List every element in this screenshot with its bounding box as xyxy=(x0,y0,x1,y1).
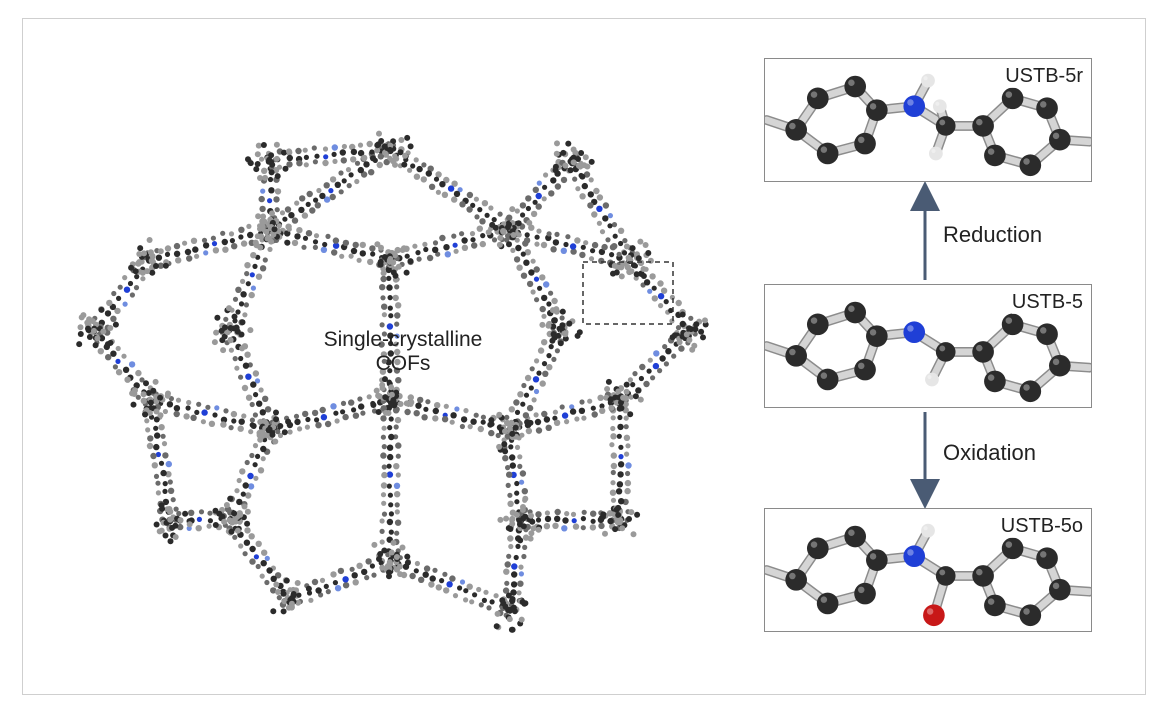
panel-ustb-5o: USTB-5o xyxy=(764,508,1092,632)
molecule-atoms xyxy=(785,523,1071,627)
molecule-ustb-5 xyxy=(765,301,1091,403)
lattice-atoms xyxy=(76,130,709,633)
molecule-ustb-5r xyxy=(765,73,1091,177)
panel-label-ustb-5r: USTB-5r xyxy=(1005,65,1083,88)
panel-label-ustb-5: USTB-5 xyxy=(1011,291,1083,314)
panel-ustb-5r: USTB-5r xyxy=(764,58,1092,182)
center-label-line2: COFs xyxy=(375,352,431,375)
cof-center-label: Single-crystalline COFs xyxy=(268,328,538,376)
reduction-label: Reduction xyxy=(943,222,1043,247)
panel-ustb-5: USTB-5 xyxy=(764,284,1092,408)
molecule-atoms xyxy=(785,73,1071,177)
panel-label-ustb-5o: USTB-5o xyxy=(1000,515,1083,538)
molecule-ustb-5o xyxy=(765,523,1091,627)
oxidation-label: Oxidation xyxy=(943,440,1036,465)
center-label-line1: Single-crystalline xyxy=(323,328,483,351)
molecule-atoms xyxy=(785,301,1071,403)
